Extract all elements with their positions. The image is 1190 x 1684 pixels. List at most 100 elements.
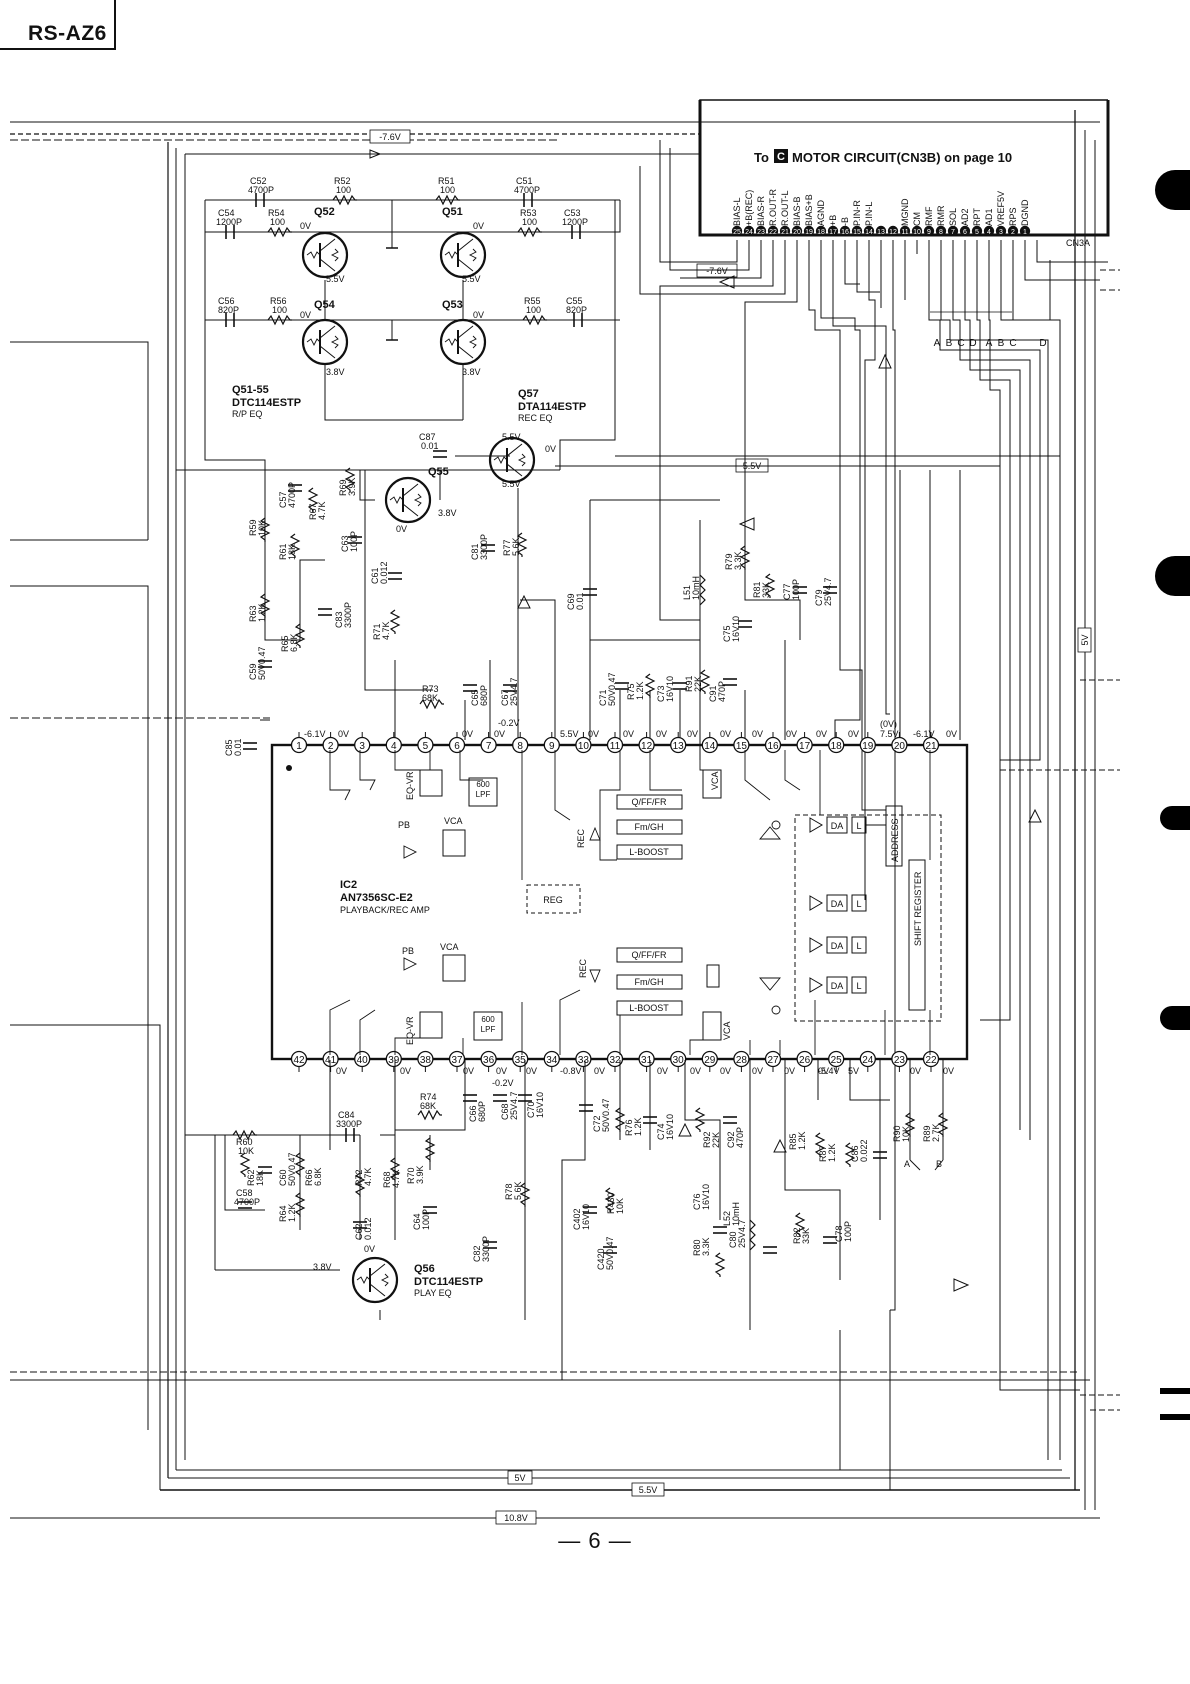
svg-text:AN7356SC-E2: AN7356SC-E2	[340, 892, 413, 904]
svg-text:C73: C73	[656, 685, 666, 702]
svg-text:0V: 0V	[526, 1066, 537, 1076]
svg-text:C63: C63	[340, 535, 350, 552]
svg-text:0.012: 0.012	[379, 561, 389, 584]
page-number: — 6 —	[558, 1528, 632, 1553]
connector-pin-number: 3	[999, 229, 1003, 236]
section-badge	[774, 149, 788, 163]
svg-text:DTC114ESTP: DTC114ESTP	[232, 397, 301, 409]
connector-pin-label: BIAS-L	[732, 197, 742, 226]
lower-wiring	[185, 1060, 944, 1490]
svg-text:10mH: 10mH	[731, 1202, 741, 1226]
svg-text:0V: 0V	[690, 1066, 701, 1076]
svg-text:18K: 18K	[255, 1170, 265, 1186]
connector-pin-label: BIAS-R	[756, 195, 766, 226]
transistor-label: Q52	[314, 206, 335, 218]
svg-text:0V: 0V	[473, 310, 484, 320]
svg-text:Q51-55: Q51-55	[232, 384, 269, 396]
svg-text:10K: 10K	[257, 520, 267, 536]
svg-text:R82: R82	[792, 1227, 802, 1244]
connector-pin	[731, 225, 743, 237]
svg-text:C76: C76	[692, 1193, 702, 1210]
svg-text:B: B	[936, 1159, 942, 1169]
svg-text:(0V): (0V)	[880, 719, 897, 729]
svg-text:0V: 0V	[818, 1066, 829, 1076]
svg-text:0V: 0V	[300, 310, 311, 320]
svg-text:1.2K: 1.2K	[633, 1117, 643, 1136]
rail-label: 5V	[1080, 634, 1090, 645]
ic-pin	[480, 736, 497, 754]
ic-pin-number: 24	[862, 1055, 874, 1066]
svg-text:R64: R64	[278, 1205, 288, 1222]
svg-text:68K: 68K	[422, 693, 438, 703]
flow-arrows	[369, 149, 1042, 1292]
svg-text:4.7K: 4.7K	[317, 501, 327, 520]
ic-pin	[922, 1050, 940, 1068]
ic-pin-number: 15	[736, 741, 748, 752]
svg-text:16V10: 16V10	[665, 676, 675, 702]
ic-pin	[701, 736, 718, 754]
transistor-label: Q53	[442, 299, 463, 311]
svg-text:C420: C420	[596, 1248, 606, 1270]
svg-text:3.3K: 3.3K	[701, 1237, 711, 1256]
svg-text:Q/FF/FR: Q/FF/FR	[632, 797, 667, 807]
svg-text:Fm/GH: Fm/GH	[635, 977, 664, 987]
svg-text:50V0.47: 50V0.47	[257, 646, 267, 680]
svg-text:4.7K: 4.7K	[381, 621, 391, 640]
connector-pin-label: P.IN-R	[852, 200, 862, 226]
ic-pin	[733, 736, 750, 754]
svg-text:DTC114ESTP: DTC114ESTP	[414, 1276, 483, 1288]
svg-text:REC: REC	[576, 828, 586, 848]
svg-text:C53: C53	[564, 208, 581, 218]
connector-ref: CN3A	[1066, 238, 1090, 248]
svg-text:0V: 0V	[943, 1066, 954, 1076]
svg-text:3.3K: 3.3K	[733, 551, 743, 570]
svg-text:PB: PB	[402, 946, 414, 956]
connector-pin-number: 17	[829, 229, 837, 236]
svg-text:10K: 10K	[238, 1146, 254, 1156]
svg-text:VCA: VCA	[722, 1021, 732, 1040]
svg-text:68K: 68K	[420, 1101, 436, 1111]
svg-text:0V: 0V	[752, 729, 763, 739]
svg-text:C84: C84	[338, 1110, 355, 1120]
binder-hole	[1160, 806, 1190, 830]
svg-text:PB: PB	[398, 820, 410, 830]
svg-text:5.5V: 5.5V	[502, 479, 521, 489]
connector-pin-number: 14	[865, 229, 873, 236]
svg-text:L51: L51	[682, 585, 692, 600]
ic-pin-number: 25	[831, 1055, 843, 1066]
svg-text:4700P: 4700P	[234, 1197, 260, 1207]
svg-text:C66: C66	[468, 1105, 478, 1122]
svg-text:0V: 0V	[588, 729, 599, 739]
svg-text:0V: 0V	[720, 1066, 731, 1076]
pin-voltages: -6.1V 0V 0V 0V -0.2V 5.5V 0V 0V 0V 0V 0V…	[304, 718, 957, 1088]
svg-text:600: 600	[481, 1015, 495, 1024]
ic-pin	[543, 736, 560, 754]
connector-pin-label: +B	[828, 215, 838, 226]
svg-text:R76: R76	[624, 1119, 634, 1136]
svg-text:R59: R59	[248, 519, 258, 536]
svg-text:0V: 0V	[656, 729, 667, 739]
connector-pin-number: 18	[817, 229, 825, 236]
bus-letter: B	[946, 338, 953, 349]
connector-pin	[791, 225, 803, 237]
svg-text:REC: REC	[578, 958, 588, 978]
svg-text:0V: 0V	[473, 221, 484, 231]
ic-pin	[448, 736, 466, 754]
connector-pin-number: 9	[927, 229, 931, 236]
svg-text:0V: 0V	[496, 1066, 507, 1076]
connector-pin-label: RPT	[972, 207, 982, 226]
svg-text:16V10: 16V10	[665, 1114, 675, 1140]
svg-text:25V4.7: 25V4.7	[823, 577, 833, 606]
connector-pin-number: 21	[781, 229, 789, 236]
transistor: Q51	[439, 206, 487, 279]
svg-text:3300P: 3300P	[336, 1119, 362, 1129]
connector-pin	[923, 225, 935, 237]
ic-pin-number: 11	[610, 741, 621, 752]
rail-label: 5V	[514, 1473, 525, 1483]
ic-pin-number: 13	[673, 741, 685, 752]
ic-pin-number: 35	[515, 1055, 527, 1066]
connector-pin-label: VREF5V	[996, 191, 1006, 226]
